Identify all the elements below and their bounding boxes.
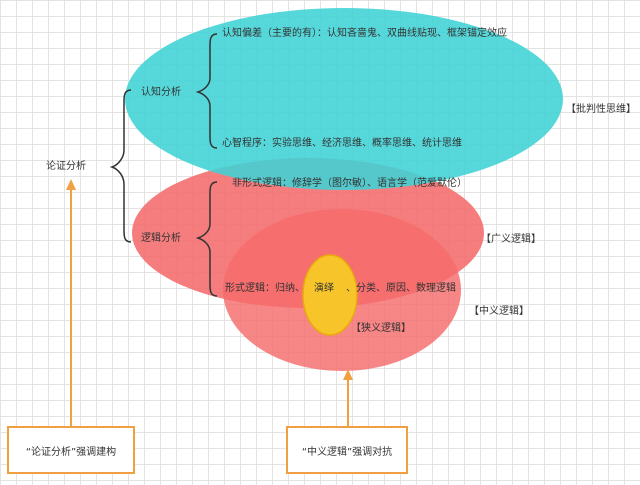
formal-logic-part-b: 、分类、原因、数理逻辑 [346, 283, 456, 294]
informal-logic-line: 非形式逻辑：修辞学（图尔敏）、语言学（范爱默伦） [232, 178, 467, 189]
narrow-logic-tag: 【狭义逻辑】 [351, 323, 411, 334]
cognitive-brace [195, 33, 218, 149]
logic-analysis-label: 逻辑分析 [141, 233, 181, 244]
narrow-logic-ellipse [302, 254, 358, 336]
construction-note-box: “论证分析”强调建构 [7, 426, 135, 474]
broad-logic-tag: 【广义逻辑】 [481, 234, 541, 245]
deduction-label: 演绎 [314, 283, 334, 294]
construction-note-text: “论证分析”强调建构 [25, 446, 117, 458]
mind-program-line: 心智程序：实验思维、经济思维、概率思维、统计思维 [222, 138, 462, 149]
right-arrow-head [343, 369, 353, 380]
middle-logic-tag: 【中义逻辑】 [469, 306, 529, 317]
critical-thinking-tag: 【批判性思维】 [566, 104, 636, 115]
confrontation-note-box: “中义逻辑”强调对抗 [286, 426, 408, 474]
critical-thinking-ellipse [125, 8, 563, 190]
left-arrow-head [66, 179, 76, 190]
formal-logic-line: 形式逻辑：归纳、演绎 、分类、原因、数理逻辑 [225, 282, 456, 295]
confrontation-note-text: “中义逻辑”强调对抗 [301, 446, 393, 458]
cognitive-analysis-label: 认知分析 [141, 87, 181, 98]
root-brace [109, 89, 132, 243]
root-label: 论证分析 [46, 161, 86, 172]
formal-logic-part-a: 形式逻辑：归纳、 [225, 283, 305, 294]
logic-brace [195, 181, 218, 297]
cognitive-bias-line: 认知偏差（主要的有）：认知吝啬鬼、双曲线贴现、框架锚定效应 [222, 28, 507, 39]
